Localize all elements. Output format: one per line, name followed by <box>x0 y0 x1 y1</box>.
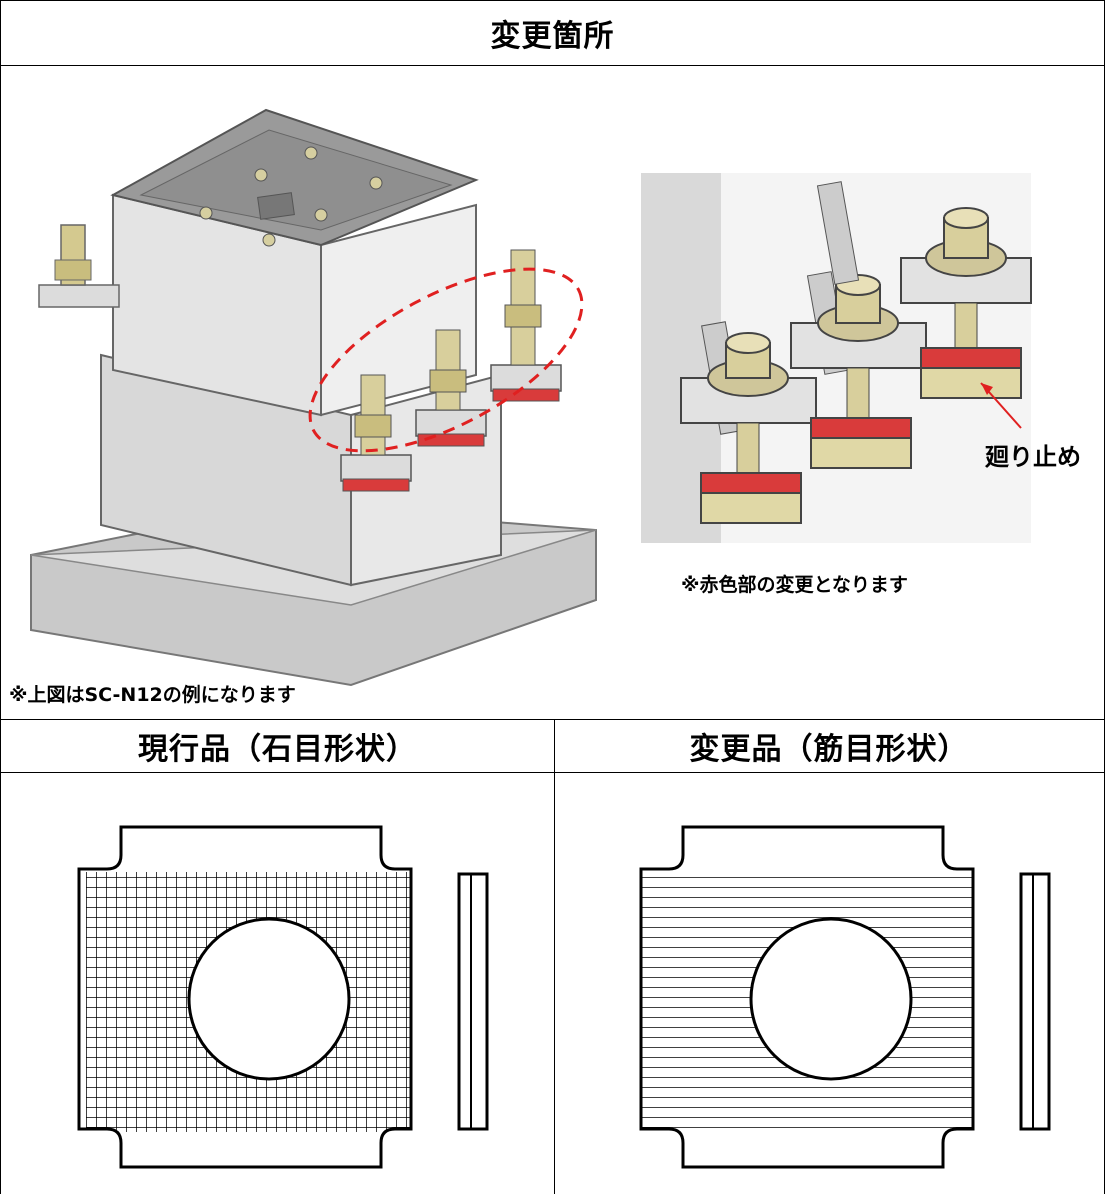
example-note: ※上図はSC-N12の例になります <box>9 684 296 706</box>
current-pattern-cell <box>0 772 555 1194</box>
highlight-ellipse <box>308 267 584 453</box>
contactor-overview-illustration <box>30 108 597 687</box>
current-product-header: 現行品（石目形状） <box>0 719 555 773</box>
red-part-note: ※赤色部の変更となります <box>681 574 908 596</box>
illustration-area: 廻り止め ※赤色部の変更となります ※上図はSC-N12の例になります <box>0 65 1105 720</box>
page-title: 変更箇所 <box>0 0 1105 66</box>
changed-product-header: 変更品（筋目形状） <box>554 719 1105 773</box>
terminal-closeup-illustration <box>641 173 1032 543</box>
stone-grain-pattern-drawing <box>77 825 489 1169</box>
striped-pattern-drawing <box>639 825 1051 1169</box>
anti-rotation-label: 廻り止め <box>985 443 1081 471</box>
changed-pattern-cell <box>554 772 1105 1194</box>
